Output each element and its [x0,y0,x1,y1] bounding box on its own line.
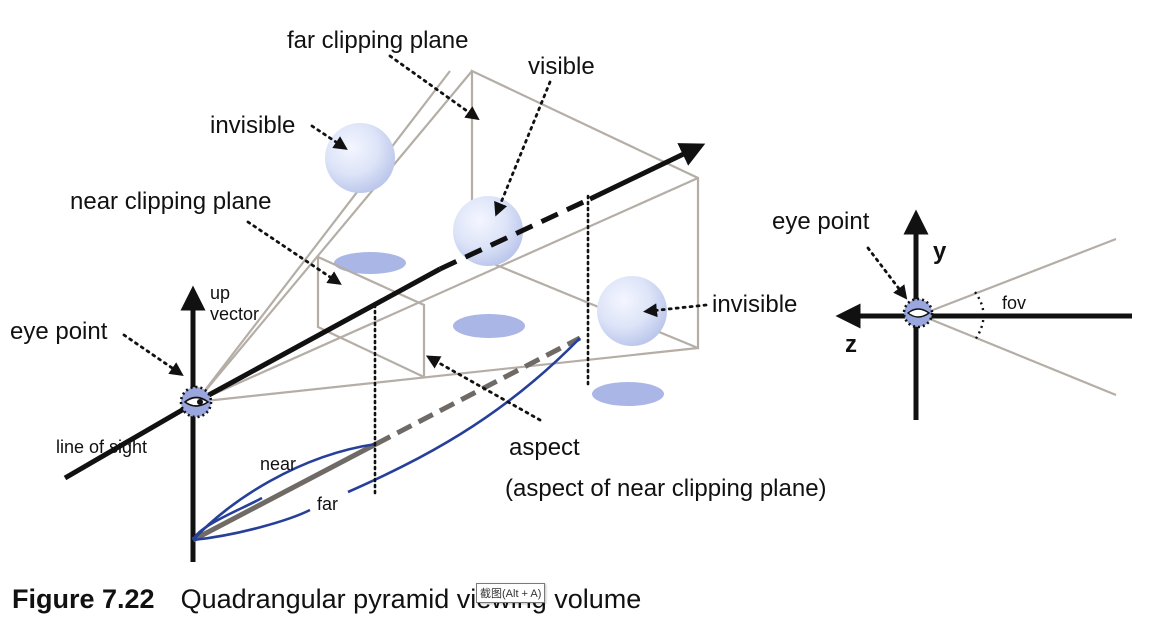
label-vector: vector [210,304,259,324]
frustum-edge-bottom [195,346,699,404]
screenshot-tooltip: 截图(Alt + A) [476,583,546,603]
label-invisible-right: invisible [712,291,797,318]
fov-line-lower [919,313,1117,397]
label-axis-z: z [845,331,857,358]
shadow-right-sphere [592,382,664,406]
side-view [835,209,1132,420]
label-visible: visible [528,53,595,80]
label-eye-point-right: eye point [772,208,870,235]
sphere-invisible-right [597,276,667,346]
shadow-visible-sphere [453,314,525,338]
line-of-sight-solid [194,266,442,405]
frustum-edge-top [195,70,473,403]
frustum-edge-right [195,176,699,404]
pointer-eye-point-right [866,246,908,300]
label-eye-point-left: eye point [10,318,108,345]
far-clipping-rect [470,69,700,350]
far-distance-dashed [374,335,582,447]
label-far: far [317,494,338,514]
label-line-of-sight: line of sight [56,437,147,457]
line-of-sight-arrow [588,143,706,202]
eye-pupil [197,399,203,405]
figure-title: Quadrangular pyramid viewing volume [180,584,642,614]
pointer-aspect [425,355,542,422]
figure-caption: Figure 7.22 Quadrangular pyramid viewing … [12,584,641,615]
label-up: up [210,283,230,303]
label-fov: fov [1002,293,1026,313]
fov-line-upper [919,237,1117,317]
label-aspect-note: (aspect of near clipping plane) [505,475,827,502]
pointer-invisible-top [310,124,348,150]
near-clipping-rect [316,255,426,379]
label-near-clipping-plane: near clipping plane [70,188,271,215]
label-far-clipping-plane: far clipping plane [287,27,468,54]
pointer-eye-point-left [122,333,184,376]
pointer-visible [494,80,552,217]
frustum-edge-left [195,70,451,403]
label-aspect: aspect [509,434,580,461]
pointer-invisible-right [643,303,708,318]
near-distance-line [191,441,378,543]
pointer-far-clipping-plane [388,54,480,121]
far-range-curve-lower [192,508,311,542]
sphere-visible [453,196,523,266]
shadow-invisible-sphere [334,252,406,274]
eye-icon-right [906,308,931,318]
near-range-curve-lower [191,496,263,541]
line-of-sight-back [63,399,198,481]
label-axis-y: y [933,238,947,265]
frustum [195,69,700,404]
figure-number: Figure 7.22 [12,584,155,614]
far-range-curve-upper [347,337,581,494]
label-near: near [260,454,296,474]
label-invisible-top: invisible [210,112,295,139]
sphere-invisible-top [325,123,395,193]
